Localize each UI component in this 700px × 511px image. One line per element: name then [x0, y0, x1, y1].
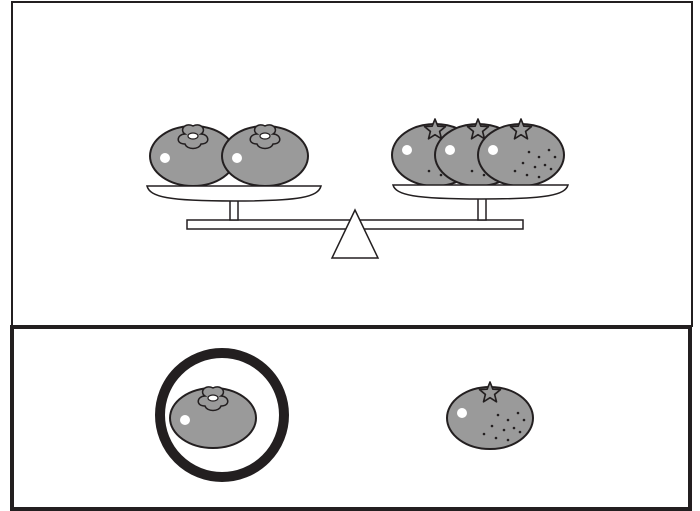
persimmon-icon	[222, 125, 308, 186]
left-pan	[147, 186, 321, 201]
question-panel	[12, 2, 692, 326]
right-pan	[393, 185, 568, 199]
right-pan-post	[478, 198, 486, 220]
persimmon-icon	[170, 387, 256, 448]
right-pan-mandarins	[392, 119, 564, 186]
answer-panel	[12, 327, 690, 509]
